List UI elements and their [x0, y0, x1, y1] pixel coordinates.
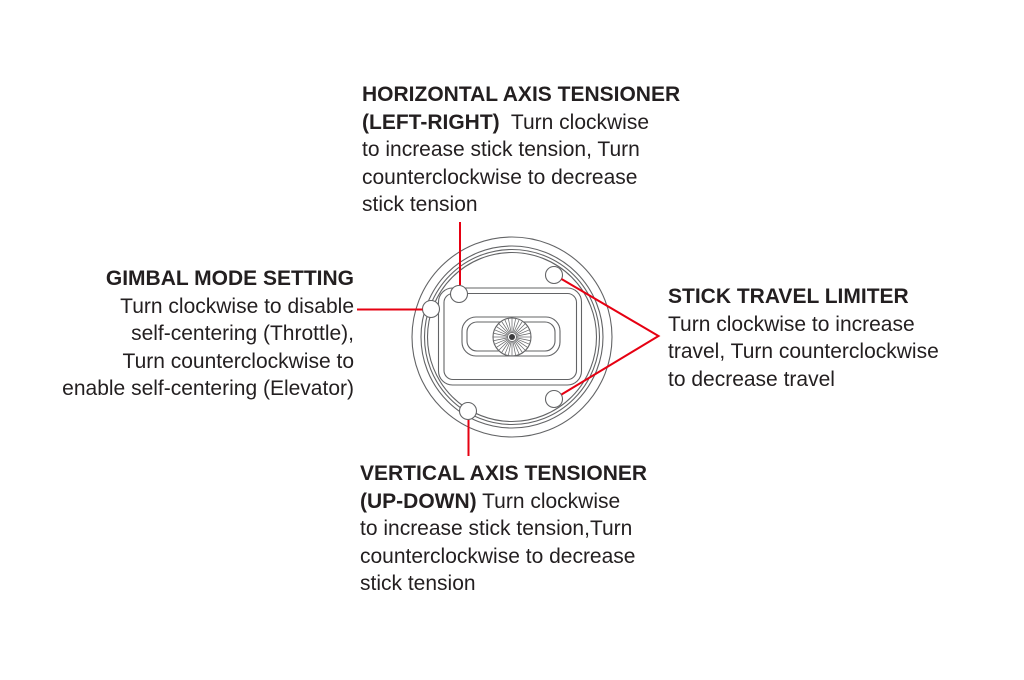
vertical-tensioner-screw: [458, 401, 478, 421]
callout-vertical-axis-tensioner: VERTICAL AXIS TENSIONER (UP-DOWN) Turn c…: [360, 460, 670, 598]
housing-ring-3: [423, 248, 601, 426]
callout-stick-travel-limiter: STICK TRAVEL LIMITER Turn clockwise to i…: [668, 283, 973, 393]
leader-line-travel-limiter: [560, 278, 661, 396]
callout-line: self-centering (Throttle),: [131, 322, 354, 345]
callout-line: to increase stick tension, Turn: [362, 138, 640, 161]
callout-line: VERTICAL AXIS TENSIONER: [360, 462, 648, 485]
callout-line: GIMBAL MODE SETTING: [105, 267, 354, 290]
knob-knurl-pattern: [493, 318, 531, 356]
callout-gimbal-mode-setting: GIMBAL MODE SETTING Turn clockwise to di…: [40, 265, 354, 403]
callout-line: (UP-DOWN) Turn clockwise: [360, 489, 621, 513]
callout-line: stick tension: [362, 193, 478, 216]
callout-line: stick tension: [360, 572, 476, 595]
callout-line: counterclockwise to decrease: [362, 165, 638, 189]
housing-outer-ring: [411, 236, 613, 438]
gimbal-base-plate-inner-line: [443, 292, 578, 381]
travel-limiter-screw-top: [544, 265, 564, 285]
stick-shaft-center: [509, 334, 515, 340]
callout-line: (LEFT-RIGHT) Turn clockwise: [362, 110, 650, 134]
housing-ring-4: [426, 251, 598, 423]
horizontal-tensioner-screw: [449, 284, 469, 304]
housing-ring-2: [420, 245, 604, 429]
callout-line: enable self-centering (Elevator): [62, 377, 354, 400]
callout-line: Turn counterclockwise to: [122, 349, 354, 373]
callout-line: to increase stick tension,Turn: [360, 517, 633, 540]
callout-line: to decrease travel: [668, 367, 835, 391]
callout-line: STICK TRAVEL LIMITER: [668, 285, 909, 308]
callout-line: travel, Turn counterclockwise: [668, 340, 939, 363]
callout-line: Turn clockwise to disable: [120, 294, 354, 318]
callout-horizontal-axis-tensioner: HORIZONTAL AXIS TENSIONER (LEFT-RIGHT) T…: [362, 81, 681, 219]
callout-line: Turn clockwise to increase: [668, 312, 915, 336]
travel-limiter-screw-bottom: [544, 389, 564, 409]
callout-line: HORIZONTAL AXIS TENSIONER: [362, 83, 681, 106]
gimbal-mode-screw: [421, 299, 441, 319]
callout-line: counterclockwise to decrease: [360, 544, 636, 568]
